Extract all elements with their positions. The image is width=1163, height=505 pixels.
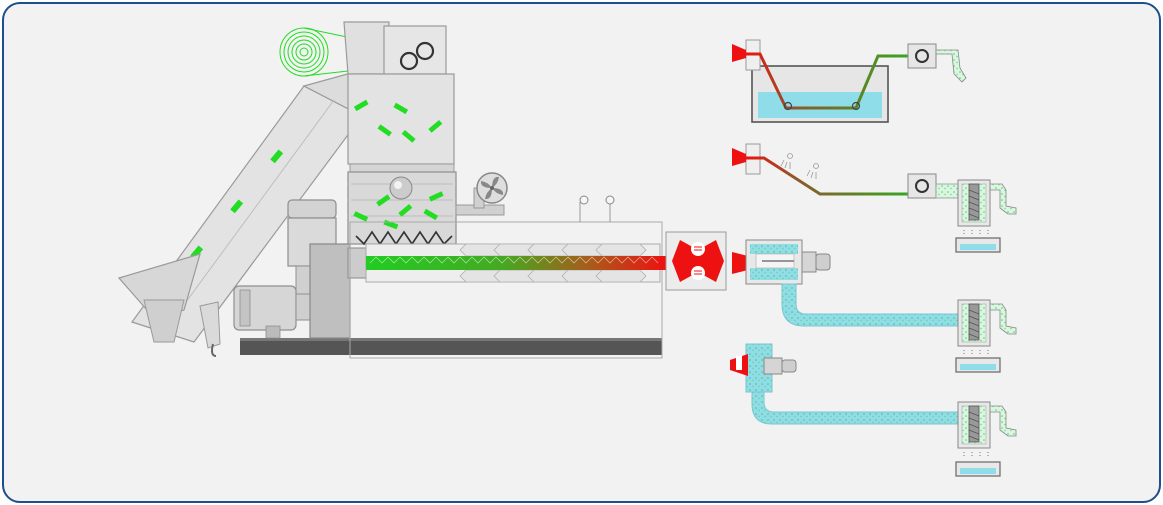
flake-on-conveyor xyxy=(270,149,284,164)
water xyxy=(758,92,882,118)
fan-blower xyxy=(455,172,508,216)
recycling-line-diagram xyxy=(117,21,1017,477)
underwater-pelletizing xyxy=(730,343,965,425)
cutter-blades xyxy=(355,230,453,246)
feed-hopper xyxy=(117,253,221,357)
centrifugal-dryer xyxy=(955,179,1017,253)
film-flake xyxy=(353,211,369,222)
extruder-barrel xyxy=(349,195,684,359)
die-head xyxy=(732,252,748,274)
extruder-motor xyxy=(233,199,369,339)
film-flake xyxy=(401,129,416,143)
extruder-screw xyxy=(366,256,666,270)
film-flake xyxy=(398,203,413,217)
centrifugal-dryer xyxy=(955,299,1017,373)
machine-base xyxy=(240,338,662,355)
pressure-gauge-icon xyxy=(579,195,589,205)
spray-nozzle-icon xyxy=(806,163,819,179)
feed-roller xyxy=(399,51,419,71)
air-cooled-strand-pelletizing xyxy=(732,143,961,199)
film-flake xyxy=(353,99,369,112)
water-pipe xyxy=(751,391,965,425)
cutter-compactor xyxy=(343,21,457,246)
flake-on-conveyor xyxy=(230,199,244,214)
pressure-gauge-icon xyxy=(605,195,615,205)
film-flake xyxy=(393,102,409,115)
die-head xyxy=(732,148,746,166)
plastic-strand xyxy=(746,156,916,196)
plastic-strand xyxy=(746,52,916,110)
water-ring-pelletizing xyxy=(732,239,965,327)
film-flake xyxy=(376,194,391,207)
barrel-heaters xyxy=(459,243,647,283)
water-pipe xyxy=(781,283,965,327)
feed-roller xyxy=(415,41,435,61)
screen-changer xyxy=(665,231,727,291)
die-head xyxy=(732,44,746,62)
spray-nozzle-icon xyxy=(780,153,793,169)
gearbox xyxy=(309,243,351,339)
film-flake xyxy=(428,119,443,133)
film-flake xyxy=(423,208,439,221)
film-flake xyxy=(377,124,392,137)
centrifugal-dryer xyxy=(955,401,1017,477)
film-flake xyxy=(428,191,444,202)
strand-pelletizing-water-tank xyxy=(732,39,967,123)
